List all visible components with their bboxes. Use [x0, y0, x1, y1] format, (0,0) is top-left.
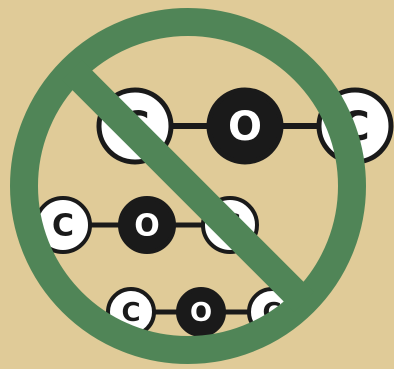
atom-oxygen: O: [118, 196, 176, 254]
no-sign-icon: [10, 8, 366, 364]
atom-label: O: [190, 298, 212, 328]
no-sign-slash: [62, 60, 314, 312]
atom-oxygen: O: [176, 287, 226, 337]
atom-label: C: [121, 298, 140, 328]
atom-label: O: [134, 209, 160, 244]
atom-label: O: [228, 104, 262, 150]
no-sign-ring: [10, 8, 366, 364]
atom-oxygen: O: [206, 87, 284, 165]
atom-label: C: [52, 209, 74, 244]
